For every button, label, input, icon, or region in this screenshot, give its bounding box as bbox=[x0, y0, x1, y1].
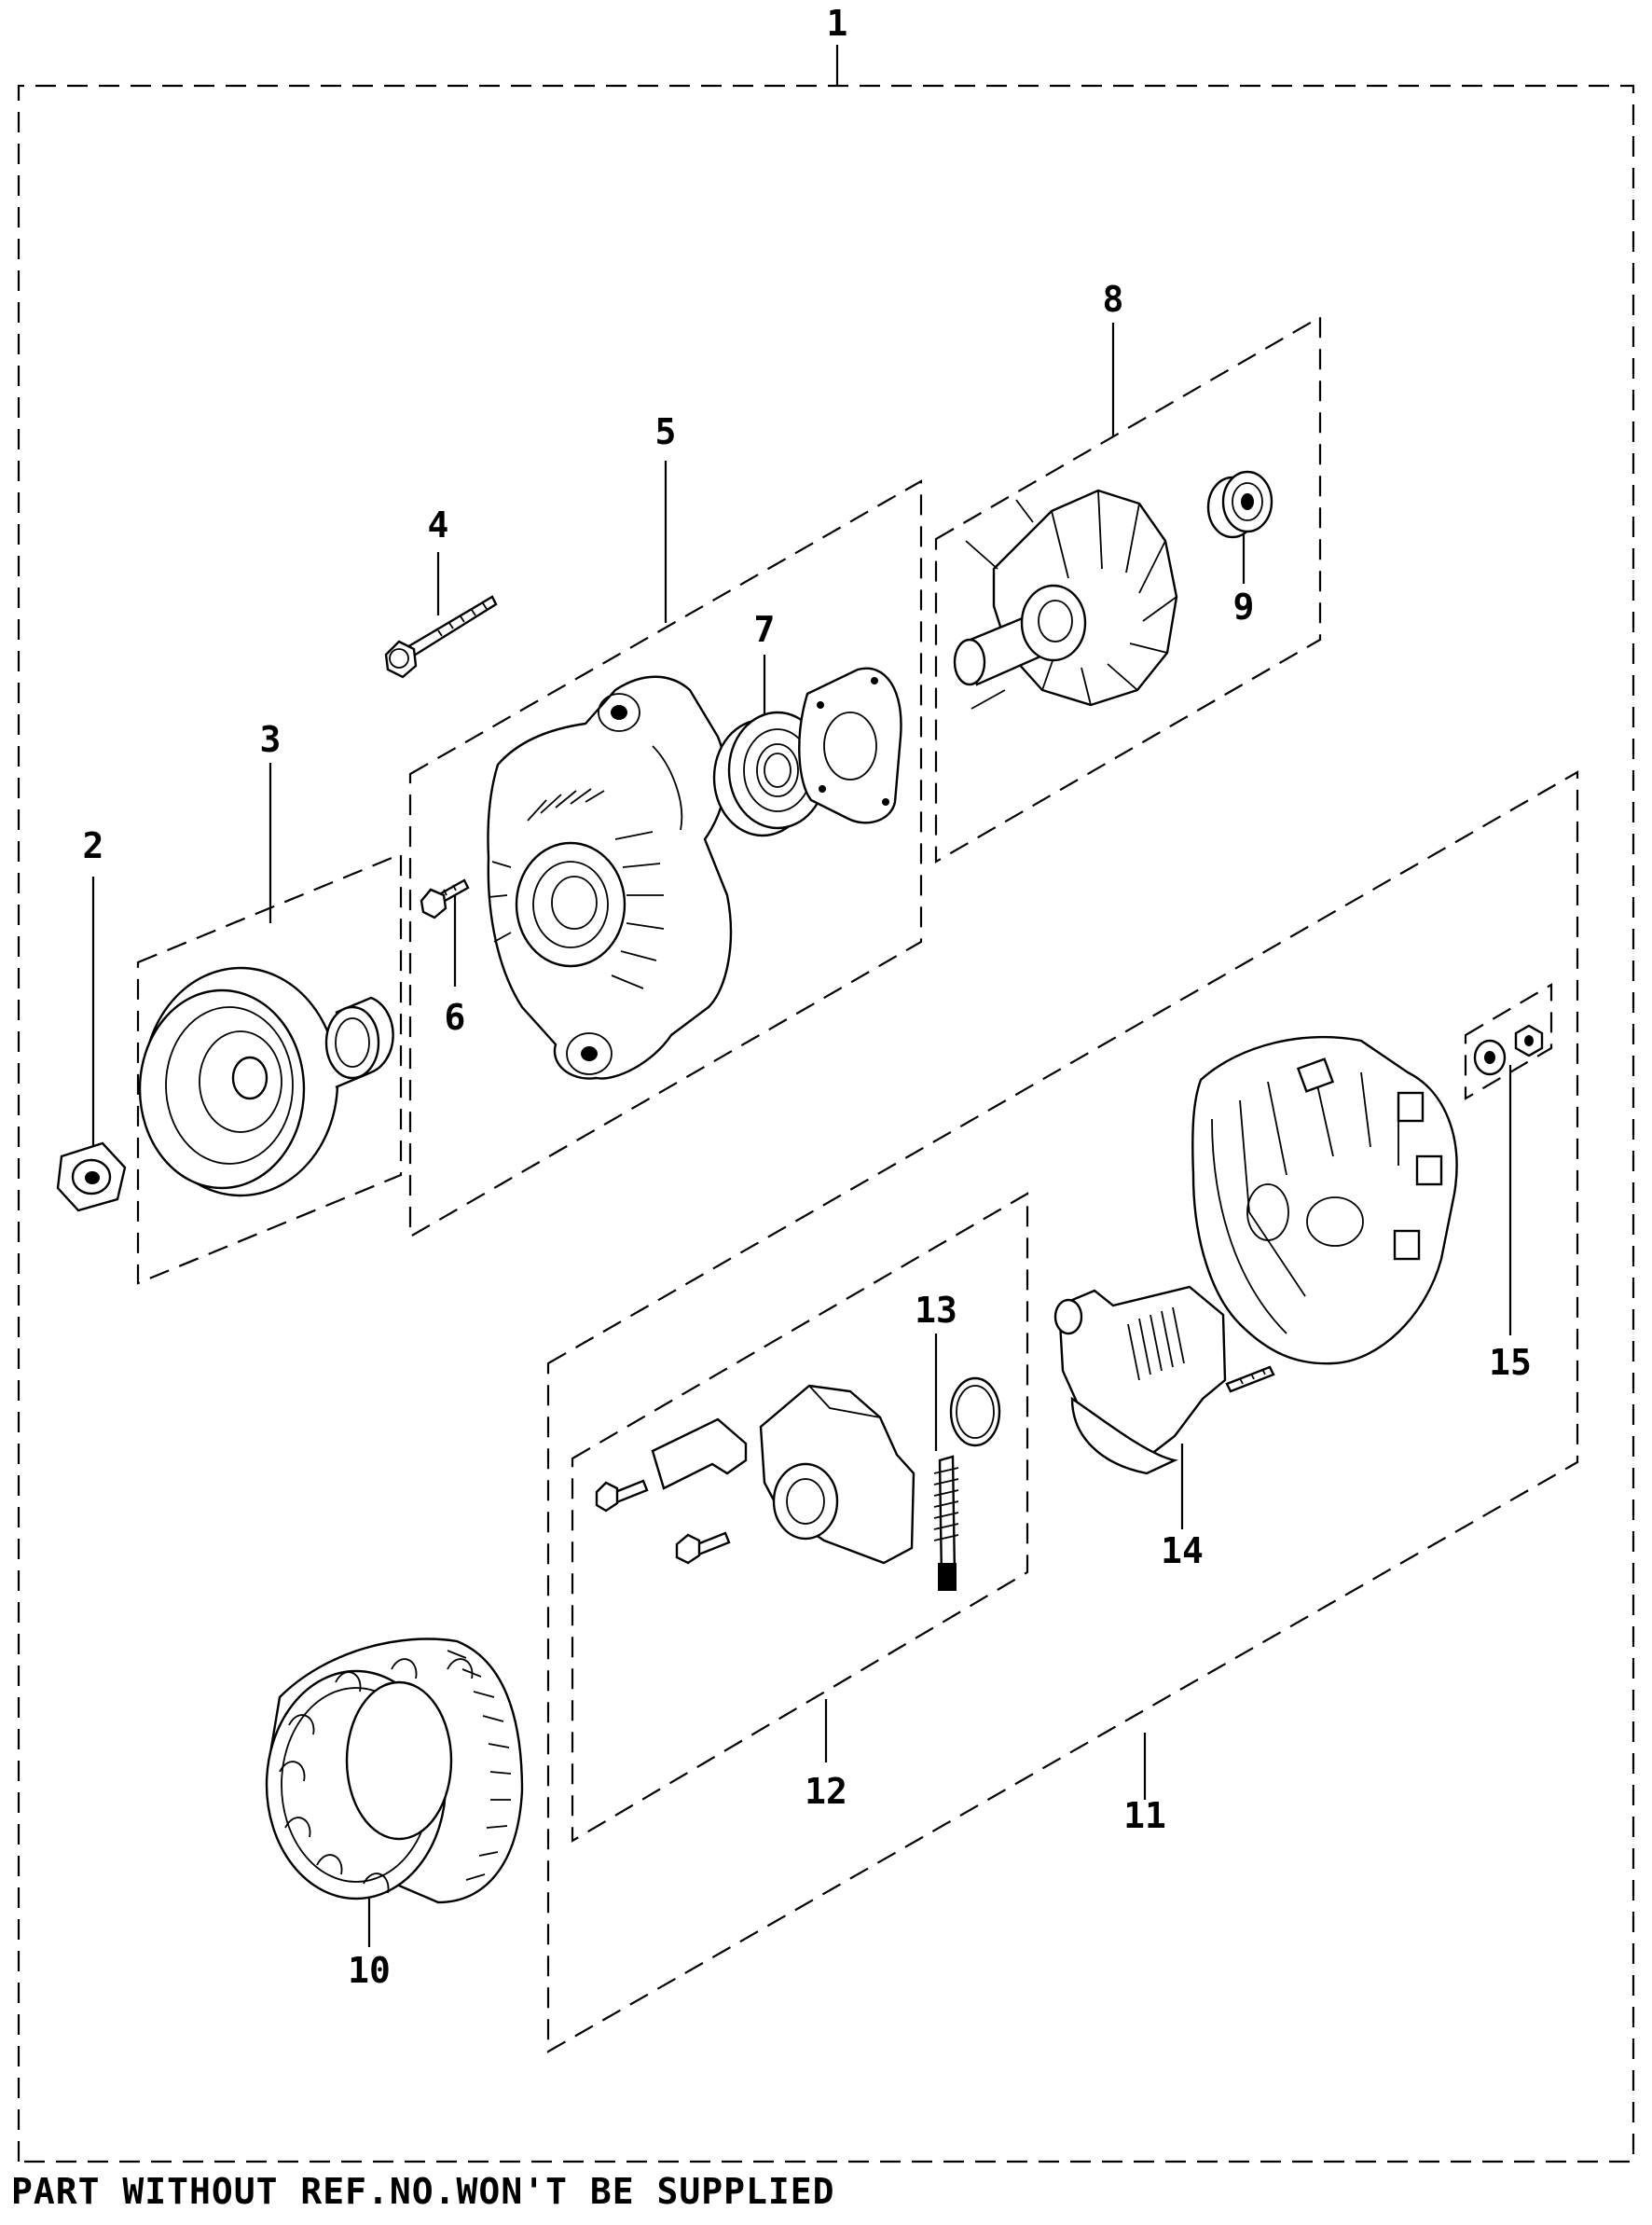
regulator-brush-holder bbox=[595, 1384, 915, 1565]
pulley bbox=[138, 966, 394, 1197]
group-box-12 bbox=[571, 1192, 1029, 1843]
terminal-nuts bbox=[1473, 1024, 1544, 1076]
group-box-11 bbox=[546, 770, 1579, 2053]
callout-3: 3 bbox=[260, 719, 282, 760]
callout-7: 7 bbox=[754, 609, 776, 650]
callout-1: 1 bbox=[827, 3, 848, 44]
callout-6: 6 bbox=[445, 997, 466, 1038]
callout-2: 2 bbox=[83, 825, 104, 866]
group-box-15 bbox=[1464, 983, 1553, 1100]
rear-housing bbox=[1191, 1035, 1458, 1365]
callout-11: 11 bbox=[1123, 1795, 1166, 1836]
rotor bbox=[953, 489, 1178, 710]
callout-8: 8 bbox=[1103, 279, 1124, 320]
callout-9: 9 bbox=[1233, 587, 1255, 628]
through-bolt bbox=[384, 595, 498, 679]
callout-10: 10 bbox=[348, 1950, 391, 1991]
callout-13: 13 bbox=[915, 1290, 957, 1331]
rear-bearing bbox=[1206, 470, 1273, 539]
assembly-frame bbox=[17, 45, 1635, 2163]
group-box-8 bbox=[934, 315, 1322, 864]
callout-14: 14 bbox=[1161, 1530, 1204, 1571]
callout-12: 12 bbox=[805, 1771, 847, 1812]
callout-15: 15 bbox=[1489, 1342, 1532, 1383]
brush-spring bbox=[933, 1376, 1001, 1591]
callout-5: 5 bbox=[655, 411, 677, 452]
callout-4: 4 bbox=[428, 504, 449, 546]
rectifier bbox=[1053, 1285, 1275, 1475]
housing-screw bbox=[420, 878, 470, 919]
stator bbox=[265, 1638, 524, 1904]
group-box-5 bbox=[408, 479, 923, 1238]
group-box-3 bbox=[136, 852, 403, 1285]
front-bearing bbox=[712, 667, 902, 837]
pulley-nut bbox=[56, 1141, 127, 1212]
footer-note: PART WITHOUT REF.NO.WON'T BE SUPPLIED bbox=[11, 2171, 835, 2212]
front-housing bbox=[487, 675, 733, 1080]
